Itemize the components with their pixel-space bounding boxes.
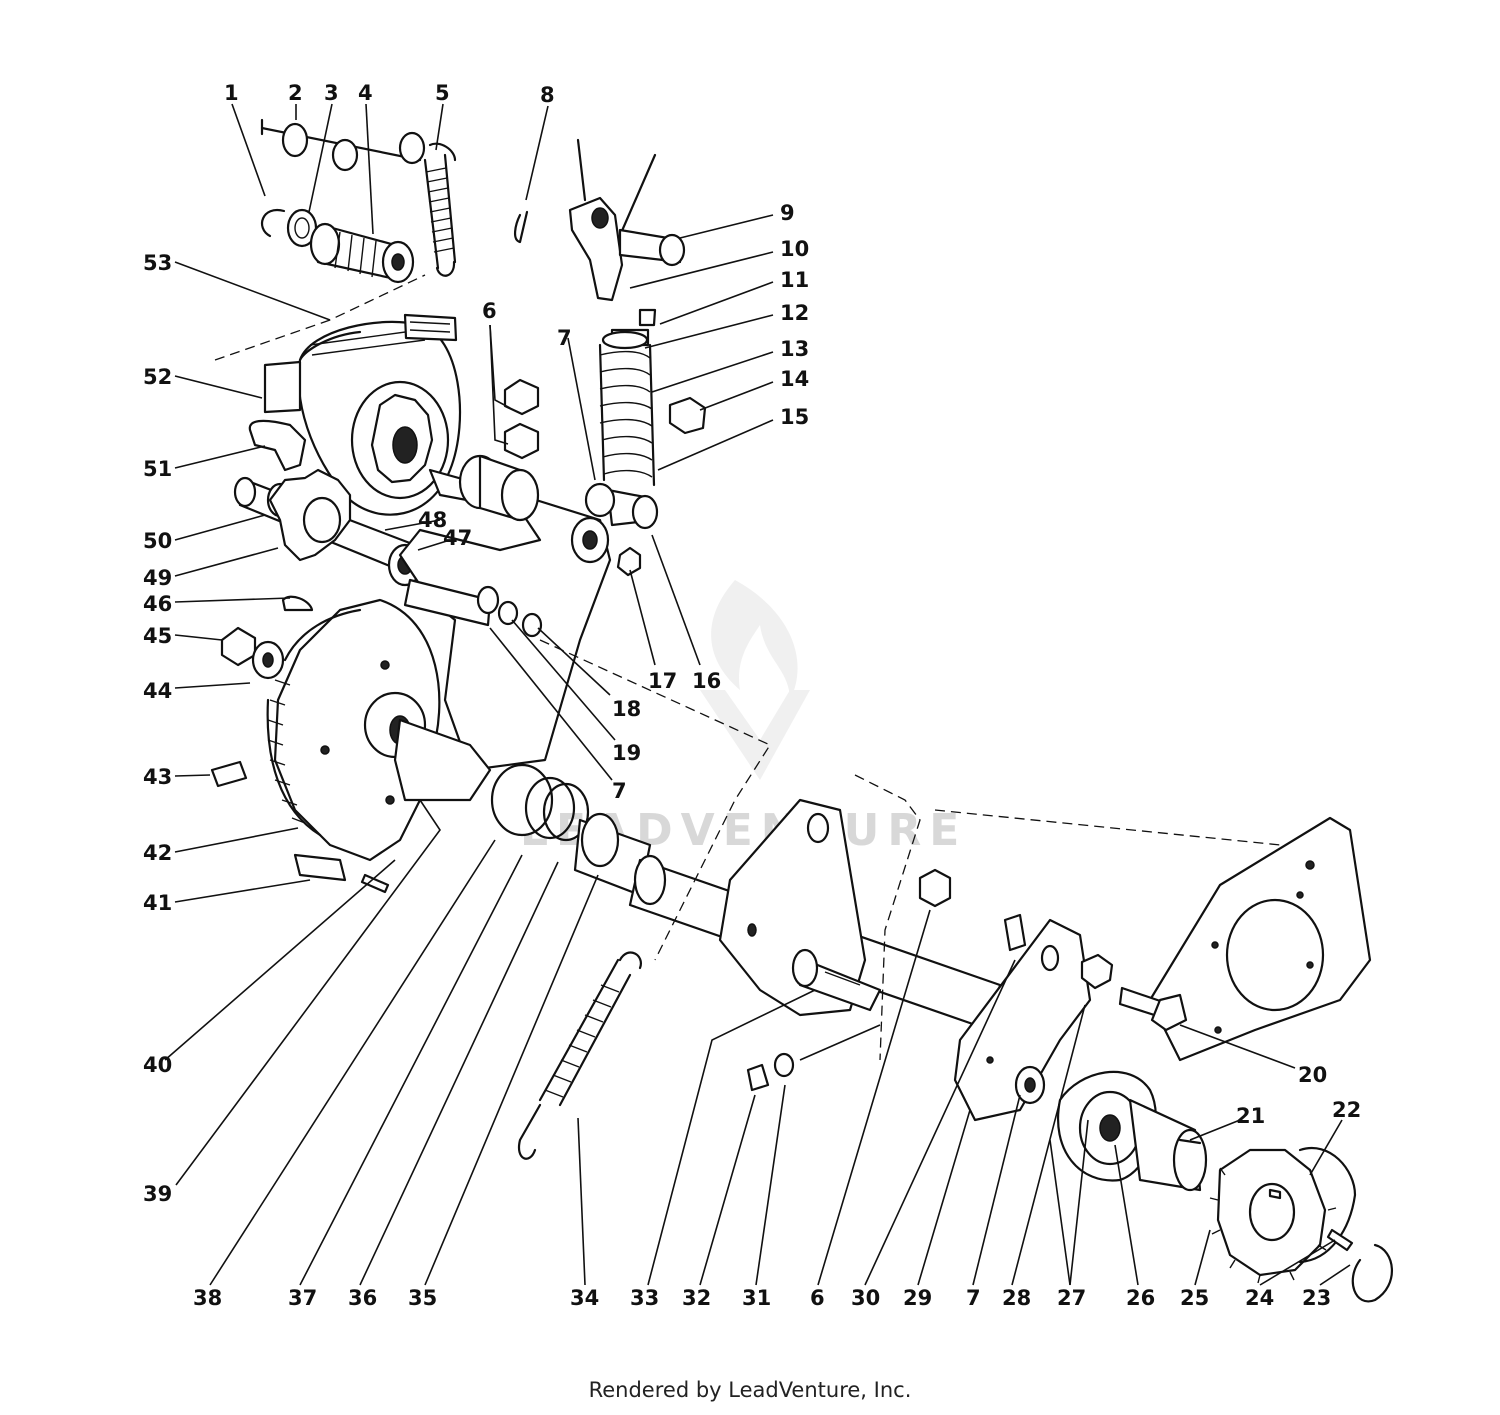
leader-lines <box>164 103 1351 1286</box>
callout-label: 33 <box>630 1286 659 1310</box>
callout-label: 30 <box>851 1286 880 1310</box>
callout-label: 31 <box>742 1286 771 1310</box>
callout-label: 7 <box>557 326 572 350</box>
callout-label: 20 <box>1298 1063 1327 1087</box>
callout-label: 39 <box>143 1182 172 1206</box>
compression-spring <box>584 308 707 577</box>
output-sprocket <box>1209 1147 1393 1303</box>
idler-arm <box>398 454 612 772</box>
callout-label: 32 <box>682 1286 711 1310</box>
callout-label: 43 <box>143 765 172 789</box>
callout-label: 6 <box>482 299 497 323</box>
callout-label: 15 <box>780 405 809 429</box>
callout-label: 14 <box>780 367 809 391</box>
callout-label: 13 <box>780 337 809 361</box>
callout-labels: 1 2 3 4 5 6 7 8 9 10 11 12 13 14 15 16 1… <box>143 81 1361 1310</box>
callout-label: 27 <box>1057 1286 1086 1310</box>
callout-label: 5 <box>435 81 450 105</box>
callout-label: 7 <box>612 779 627 803</box>
callout-label: 40 <box>143 1053 172 1077</box>
callout-label: 6 <box>810 1286 825 1310</box>
parts-artwork <box>210 118 1393 1303</box>
gear-housing <box>1148 816 1372 1062</box>
callout-label: 45 <box>143 624 172 648</box>
footer-credit: Rendered by LeadVenture, Inc. <box>588 1378 912 1402</box>
callout-label: 41 <box>143 891 172 915</box>
callout-label: 48 <box>418 508 447 532</box>
callout-label: 52 <box>143 365 172 389</box>
callout-label: 51 <box>143 457 172 481</box>
mounting-bracket <box>718 798 882 1017</box>
callout-label: 50 <box>143 529 172 553</box>
pulley-assembly <box>248 313 462 516</box>
side-plate <box>953 918 1092 1122</box>
callout-label: 2 <box>288 81 303 105</box>
callout-label: 4 <box>358 81 373 105</box>
callout-label: 38 <box>193 1286 222 1310</box>
callout-label: 22 <box>1332 1098 1361 1122</box>
callout-label: 10 <box>780 237 809 261</box>
callout-label: 3 <box>324 81 339 105</box>
callout-label: 9 <box>780 201 795 225</box>
callout-label: 11 <box>780 268 809 292</box>
callout-label: 37 <box>288 1286 317 1310</box>
needle-roller <box>309 222 415 284</box>
callout-label: 23 <box>1302 1286 1331 1310</box>
callout-label: 24 <box>1245 1286 1274 1310</box>
callout-label: 46 <box>143 592 172 616</box>
output-shaft <box>1057 1070 1208 1192</box>
callout-label: 42 <box>143 841 172 865</box>
tension-spring <box>423 142 457 277</box>
callout-label: 29 <box>903 1286 932 1310</box>
callout-label: 25 <box>1180 1286 1209 1310</box>
callout-label: 26 <box>1126 1286 1155 1310</box>
extension-spring <box>517 951 642 1160</box>
watermark-logo <box>700 580 810 780</box>
callout-label: 36 <box>348 1286 377 1310</box>
callout-label: 49 <box>143 566 172 590</box>
callout-label: 1 <box>224 81 239 105</box>
callout-label: 8 <box>540 83 555 107</box>
callout-label: 19 <box>612 741 641 765</box>
callout-label: 47 <box>443 526 472 550</box>
callout-label: 16 <box>692 669 721 693</box>
callout-label: 44 <box>143 679 172 703</box>
rod-end <box>514 138 686 302</box>
callout-label: 21 <box>1236 1104 1265 1128</box>
callout-label: 28 <box>1002 1286 1031 1310</box>
callout-label: 35 <box>408 1286 437 1310</box>
callout-label: 34 <box>570 1286 599 1310</box>
callout-label: 18 <box>612 697 641 721</box>
callout-label: 53 <box>143 251 172 275</box>
callout-label: 7 <box>966 1286 981 1310</box>
drive-sprocket-chain <box>266 598 441 894</box>
callout-label: 12 <box>780 301 809 325</box>
callout-label: 17 <box>648 669 677 693</box>
